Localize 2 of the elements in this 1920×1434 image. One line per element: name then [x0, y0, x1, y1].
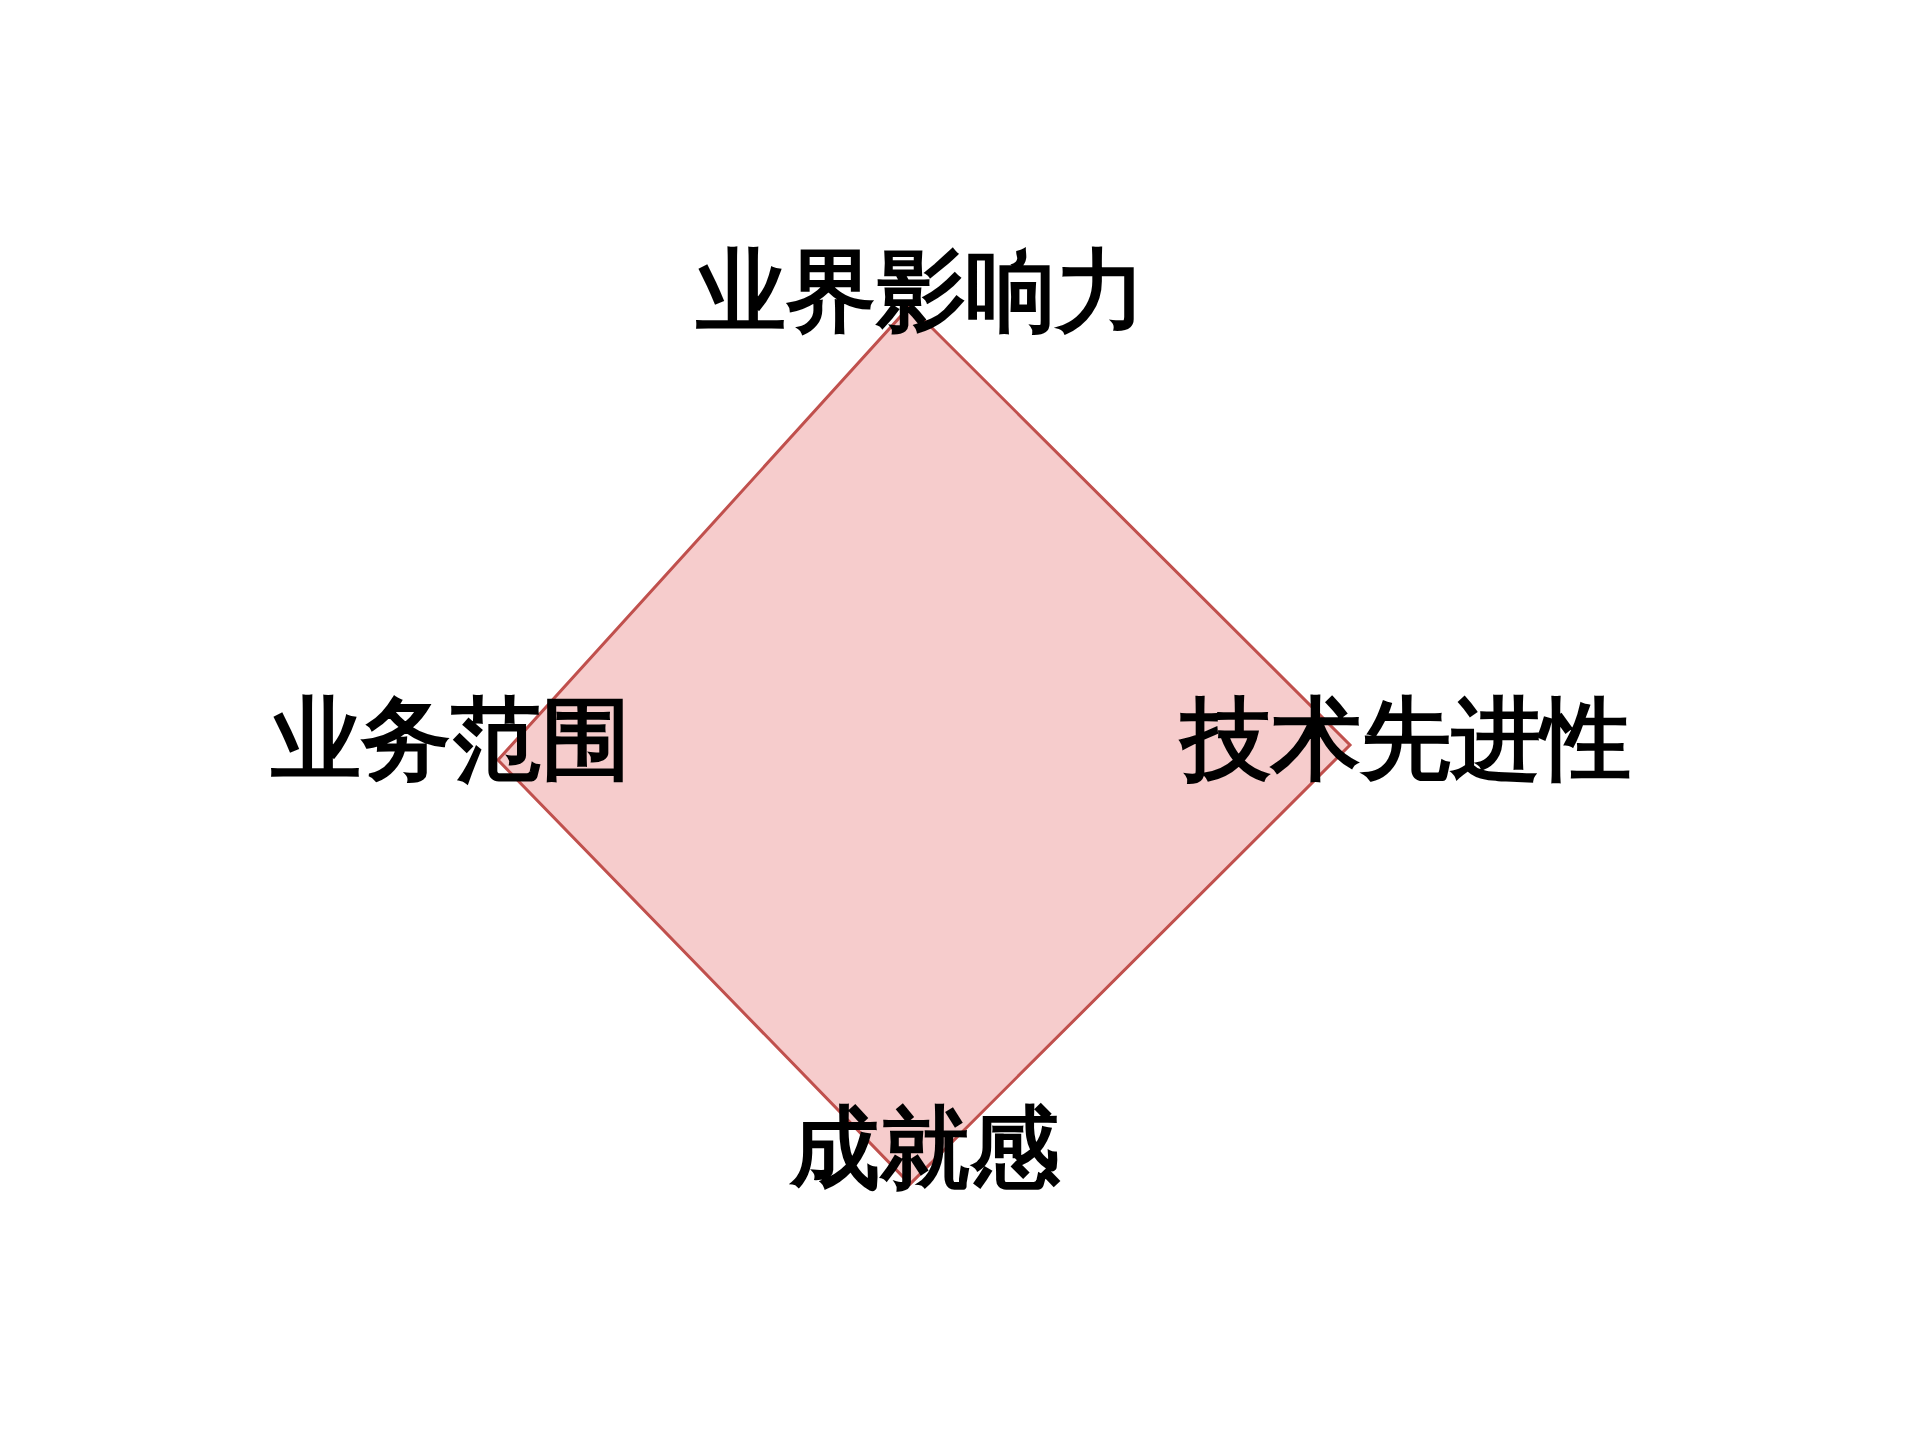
corner-label: 成就感	[790, 1097, 1060, 1197]
corner-label: 业界影响力	[696, 240, 1146, 340]
